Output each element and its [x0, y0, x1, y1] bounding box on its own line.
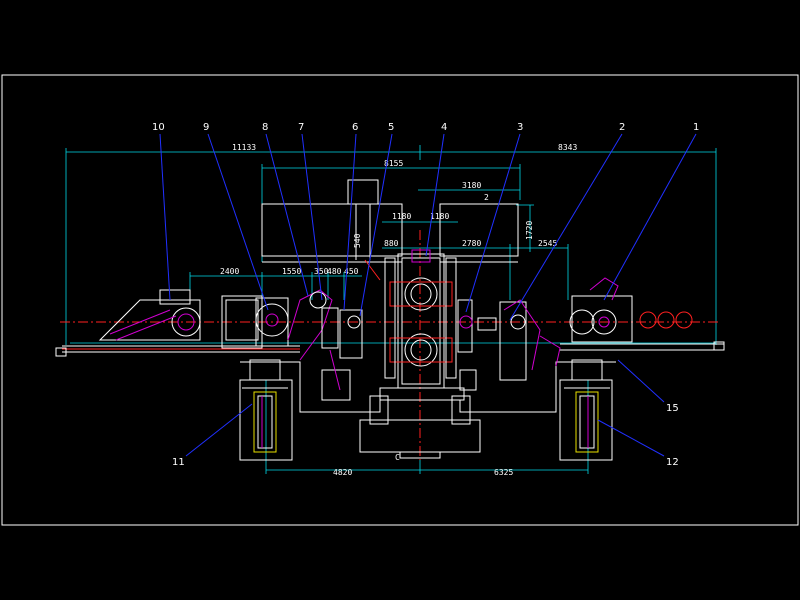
- left-entry-equipment: [55, 259, 381, 401]
- dim-pass-c: 2545: [538, 239, 557, 248]
- dim-upper-note: 2: [484, 193, 489, 202]
- dim-top-span: 8155: [384, 159, 403, 168]
- dim-left-e: 450: [344, 267, 359, 276]
- dim-roll-span: 3180: [462, 181, 481, 190]
- mill-stand: [379, 249, 465, 401]
- callout-6: 6: [352, 122, 358, 133]
- dim-left-c: 350: [314, 267, 329, 276]
- right-pit-unit: [564, 359, 610, 453]
- callout-9: 9: [203, 122, 209, 133]
- callout-15: 15: [666, 403, 679, 414]
- upper-guide-frame: [261, 179, 519, 263]
- dimension-lines: [65, 145, 717, 474]
- dim-bottom-left: 4820: [333, 468, 352, 477]
- right-exit-equipment: [457, 277, 725, 391]
- callout-5: 5: [388, 122, 394, 133]
- callout-1: 1: [693, 122, 699, 133]
- foundation: [239, 361, 616, 461]
- dim-vert-small: 540: [353, 233, 362, 248]
- center-lines: [60, 230, 720, 460]
- callout-8: 8: [262, 122, 268, 133]
- callout-11: 11: [172, 457, 185, 468]
- callout-3: 3: [517, 122, 523, 133]
- callout-12: 12: [666, 457, 679, 468]
- dim-left-d: 480: [327, 267, 342, 276]
- dimension-texts: 11133 8343 8155 3180 1180 1180 1720 880 …: [220, 143, 577, 477]
- callout-labels: 10 9 8 7 6 5 4 3 2 1 11 12 15: [152, 122, 699, 468]
- dim-left-a: 2400: [220, 267, 239, 276]
- left-pit-unit: [242, 359, 288, 453]
- callout-10: 10: [152, 122, 165, 133]
- dim-overall-left: 11133: [232, 143, 256, 152]
- leader-lines: [159, 133, 697, 457]
- dim-overall-right: 8343: [558, 143, 577, 152]
- dim-ref-vert: 1720: [525, 221, 534, 240]
- dim-lower-note: C: [395, 453, 400, 462]
- dim-left-b: 1550: [282, 267, 301, 276]
- dim-pass-b: 2780: [462, 239, 481, 248]
- drawing-border: [1, 74, 799, 526]
- callout-2: 2: [619, 122, 625, 133]
- dim-pass-a: 880: [384, 239, 399, 248]
- dim-bottom-right: 6325: [494, 468, 513, 477]
- callout-7: 7: [298, 122, 304, 133]
- callout-4: 4: [441, 122, 447, 133]
